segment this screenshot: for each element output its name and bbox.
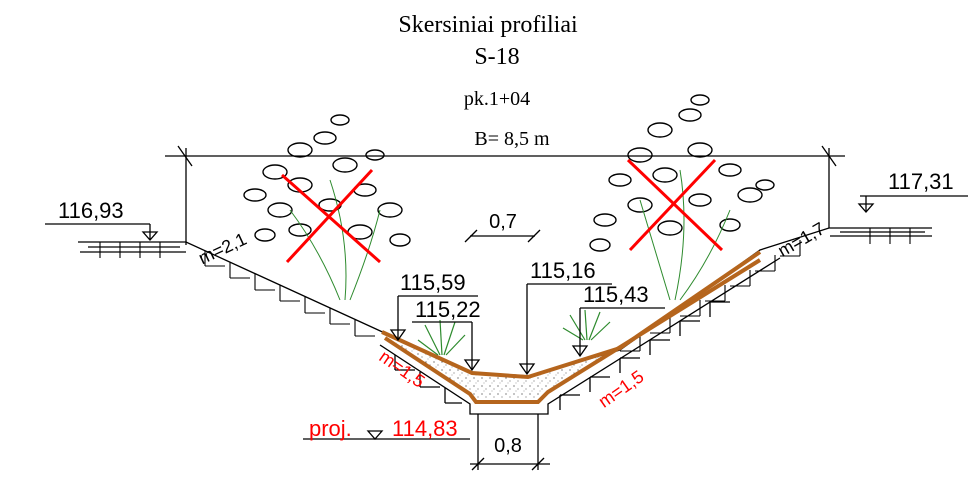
project-label: proj. [309, 416, 352, 441]
grass-icon [562, 309, 611, 341]
station-label: pk.1+04 [464, 88, 530, 110]
elevation-marker-icon [303, 430, 470, 440]
left-slope-elevation: 115,59 [400, 270, 466, 295]
left-bottom-elevation: 115,22 [415, 297, 481, 322]
profile-id: S-18 [474, 44, 519, 70]
bottom-width-label: 0,8 [494, 435, 522, 457]
center-bottom-elevation: 115,16 [530, 258, 596, 283]
grass-icon [417, 319, 466, 356]
bottom-width-dimension [470, 414, 550, 471]
left-bank-elevation: 116,93 [58, 198, 124, 223]
project-elevation: 114,83 [392, 416, 458, 441]
center-width-dimension [464, 229, 541, 243]
elevation-marker-icon [571, 307, 665, 358]
elevation-marker-icon [412, 321, 481, 372]
project-channel [379, 257, 781, 415]
tree-removal-icon [589, 94, 775, 301]
right-bank-elevation: 117,31 [888, 169, 954, 194]
right-project-slope: m=1,5 [595, 366, 648, 411]
elevation-marker-icon [518, 283, 612, 376]
width-dimension [165, 145, 845, 245]
elevation-marker-icon [857, 195, 968, 213]
tree-removal-icon [243, 114, 411, 301]
soil-hatching [99, 228, 911, 352]
right-existing-slope: m=1,7 [774, 218, 828, 261]
left-existing-slope: m=2,1 [195, 229, 249, 268]
channel-fill [392, 340, 620, 398]
elevation-marker-icon [389, 295, 478, 342]
drawing-title: Skersiniai profiliai [398, 12, 578, 38]
clay-lining [381, 250, 762, 404]
right-slope-elevation: 115,43 [583, 282, 649, 307]
width-label: B= 8,5 m [474, 128, 550, 150]
center-width-label: 0,7 [489, 211, 517, 233]
elevation-marker-icon [45, 223, 159, 241]
